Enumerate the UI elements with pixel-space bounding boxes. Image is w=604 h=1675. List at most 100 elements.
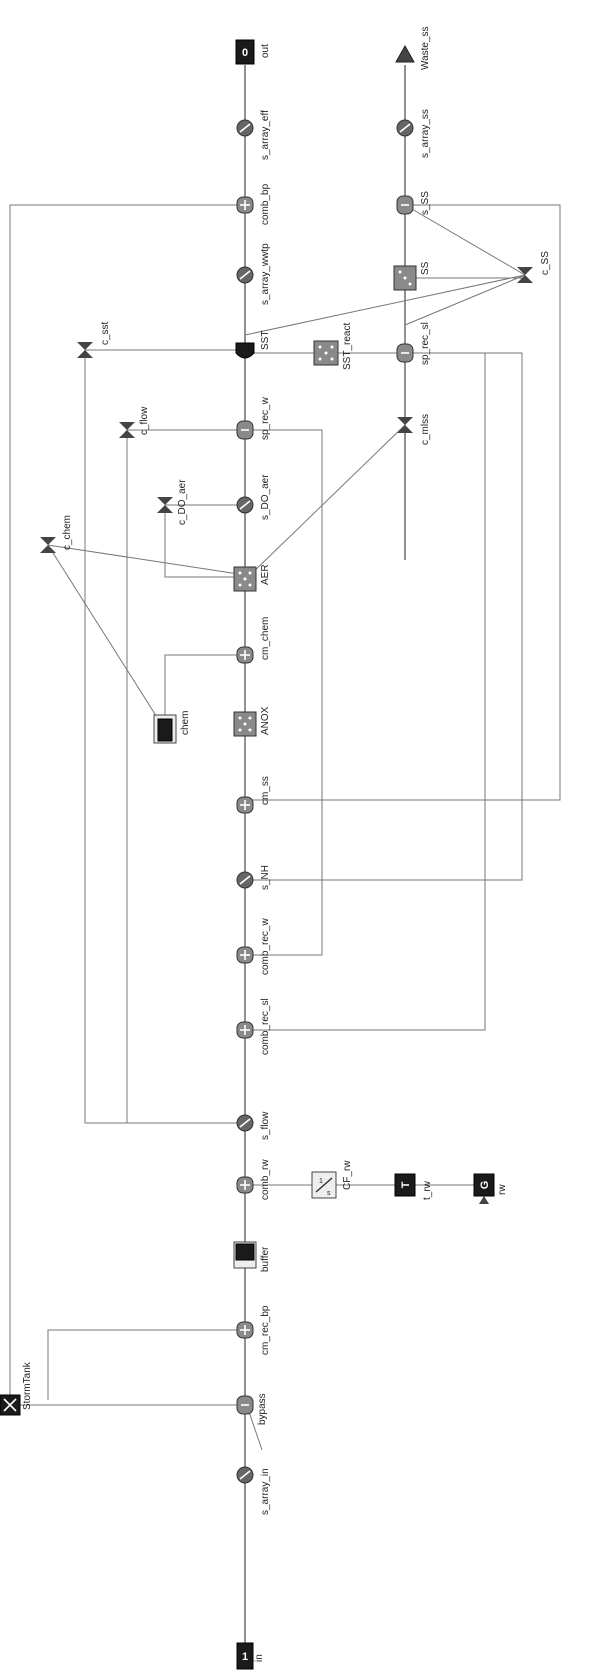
label-chem: chem bbox=[180, 711, 191, 735]
label-s-ss: s_SS bbox=[420, 191, 431, 215]
label-comb-rw: comb_rw bbox=[260, 1159, 271, 1200]
s-flow-sensor[interactable] bbox=[236, 1114, 254, 1132]
sp-rec-sl-splitter[interactable] bbox=[396, 343, 414, 363]
c-ss-valve[interactable] bbox=[517, 267, 533, 283]
s-nh-sensor[interactable] bbox=[236, 871, 254, 889]
label-buffer: buffer bbox=[260, 1246, 271, 1272]
cm-rec-bp-mixer[interactable] bbox=[236, 1321, 254, 1339]
s-nh-signal bbox=[245, 352, 523, 881]
label-comb-rec-sl: comb_rec_sl bbox=[260, 998, 271, 1055]
label-ss: SS bbox=[420, 261, 431, 275]
svg-text:1: 1 bbox=[319, 1178, 323, 1185]
sp-rec-w-splitter[interactable] bbox=[236, 420, 254, 440]
sludge-recycle-line bbox=[245, 352, 486, 1031]
label-c-chem: c_chem bbox=[62, 515, 73, 550]
svg-text:0: 0 bbox=[242, 47, 248, 59]
label-c-sst: c_sst bbox=[100, 321, 111, 345]
label-stormtank: StormTank bbox=[22, 1361, 33, 1410]
aer-reactor[interactable] bbox=[233, 566, 257, 592]
s-ss-to-c-ss bbox=[404, 204, 526, 276]
in-port[interactable]: 1 bbox=[236, 1642, 254, 1670]
rw-source[interactable]: G bbox=[473, 1173, 495, 1204]
label-s-array-wwtp: s_array_wwtp bbox=[260, 243, 271, 305]
comb-rw-mixer[interactable] bbox=[236, 1176, 254, 1194]
label-comb-rec-w: comb_rec_w bbox=[260, 918, 271, 975]
label-rw: rw bbox=[497, 1184, 508, 1195]
c-chem-valve[interactable] bbox=[40, 537, 56, 553]
label-c-flow: c_flow bbox=[139, 406, 150, 435]
chem-to-cm bbox=[164, 654, 245, 725]
s-array-ss-sensor[interactable] bbox=[396, 119, 414, 137]
svg-text:s: s bbox=[327, 1190, 331, 1197]
out-port[interactable]: 0 bbox=[235, 39, 255, 65]
svg-text:G: G bbox=[479, 1181, 491, 1190]
label-sst-react: SST_react bbox=[342, 323, 353, 370]
c-ss-to-splitter bbox=[404, 274, 526, 326]
label-c-ss: c_SS bbox=[540, 251, 551, 275]
comb-rec-sl-mixer[interactable] bbox=[236, 1021, 254, 1039]
buffer-tank[interactable] bbox=[233, 1241, 257, 1269]
label-s-nh: s_NH bbox=[260, 865, 271, 890]
label-sp-rec-w: sp_rec_w bbox=[260, 396, 271, 440]
c-chem-to-chem bbox=[47, 544, 161, 723]
label-sst: SST bbox=[260, 331, 271, 350]
comb-rec-w-mixer[interactable] bbox=[236, 946, 254, 964]
s-array-eff-sensor[interactable] bbox=[236, 119, 254, 137]
cm-ss-mixer[interactable] bbox=[236, 796, 254, 814]
comb-bp-mixer[interactable] bbox=[236, 196, 254, 214]
label-s-array-eff: s_array_eff bbox=[260, 110, 271, 160]
sst-to-c-ss bbox=[244, 274, 526, 336]
s-ss-splitter[interactable] bbox=[396, 195, 414, 215]
bypass-splitter[interactable] bbox=[236, 1395, 254, 1415]
label-bypass: bypass bbox=[257, 1393, 268, 1425]
label-s-flow: s_flow bbox=[260, 1111, 271, 1140]
c-sst-feedback bbox=[84, 350, 245, 1124]
s-array-in-sensor[interactable] bbox=[236, 1466, 254, 1484]
label-cf-rw: CF_rw bbox=[342, 1160, 353, 1190]
label-sp-rec-sl: sp_rec_sl bbox=[420, 322, 431, 365]
waste-ss-sink[interactable] bbox=[395, 44, 415, 63]
anox-reactor[interactable] bbox=[233, 711, 257, 737]
connections bbox=[9, 65, 561, 1650]
t-rw-block[interactable]: T bbox=[394, 1173, 416, 1197]
cm-chem-mixer[interactable] bbox=[236, 646, 254, 664]
label-t-rw: t_rw bbox=[422, 1180, 433, 1200]
blocks: 1 in s_array_in bypass StormTank cm_rec_… bbox=[0, 26, 551, 1670]
label-comb-bp: comb_bp bbox=[260, 183, 271, 225]
label-s-array-in: s_array_in bbox=[260, 1468, 271, 1515]
ss-block[interactable] bbox=[393, 265, 417, 291]
label-aer: AER bbox=[260, 564, 271, 585]
sst-clarifier[interactable] bbox=[235, 342, 255, 359]
s-array-wwtp-sensor[interactable] bbox=[236, 266, 254, 284]
label-c-do-aer: c_DO_aer bbox=[177, 479, 188, 525]
label-in: in bbox=[254, 1654, 265, 1662]
svg-text:T: T bbox=[400, 1181, 412, 1188]
storm-return-line bbox=[47, 1329, 245, 1400]
stormtank-block[interactable] bbox=[0, 1394, 21, 1416]
c-do-to-aer bbox=[164, 505, 245, 578]
sst-react-reactor[interactable] bbox=[313, 340, 339, 366]
label-cm-ss: cm_ss bbox=[260, 776, 271, 805]
label-s-array-ss: s_array_ss bbox=[420, 109, 431, 158]
s-do-aer-sensor[interactable] bbox=[236, 496, 254, 514]
c-mlss-valve[interactable] bbox=[397, 417, 413, 433]
chem-tank[interactable] bbox=[153, 714, 177, 744]
svg-text:1: 1 bbox=[242, 1651, 248, 1663]
label-cm-chem: cm_chem bbox=[260, 617, 271, 660]
aer-to-c-mlss bbox=[244, 424, 406, 581]
c-chem-to-aer bbox=[47, 544, 246, 576]
c-flow-valve[interactable] bbox=[119, 422, 135, 438]
label-c-mlss: c_mlss bbox=[420, 414, 431, 445]
label-anox: ANOX bbox=[260, 706, 271, 735]
label-cm-rec-bp: cm_rec_bp bbox=[260, 1305, 271, 1355]
c-do-aer-valve[interactable] bbox=[157, 497, 173, 513]
c-sst-valve[interactable] bbox=[77, 342, 93, 358]
label-out: out bbox=[260, 44, 271, 58]
ss-return-line bbox=[245, 204, 561, 801]
internal-recycle-line bbox=[245, 429, 323, 956]
label-s-do-aer: s_DO_aer bbox=[260, 474, 271, 520]
bypass-storm-line bbox=[9, 204, 245, 1406]
label-waste-ss: Waste_ss bbox=[420, 26, 431, 70]
cf-rw-block[interactable]: 1 s bbox=[311, 1171, 337, 1199]
